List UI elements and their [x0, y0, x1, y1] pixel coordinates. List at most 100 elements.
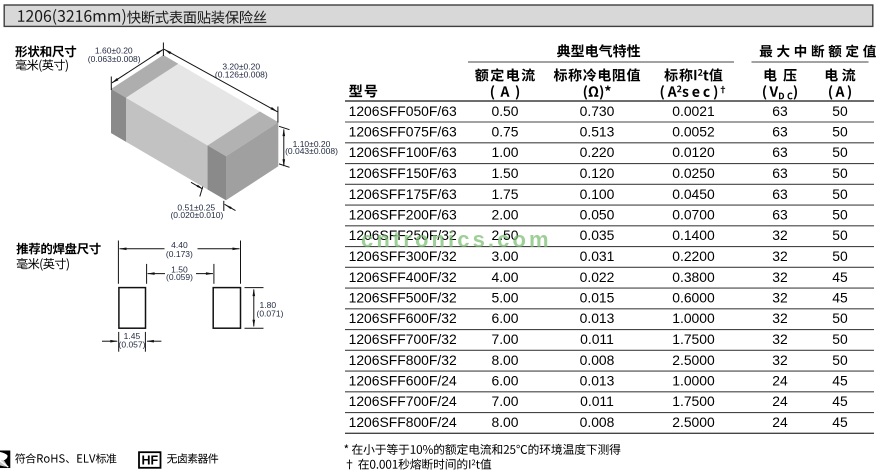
svg-text:45: 45 [832, 393, 848, 409]
svg-text:1206SFF800F/32: 1206SFF800F/32 [349, 352, 457, 368]
svg-text:6.00: 6.00 [491, 373, 518, 389]
svg-text:45: 45 [832, 414, 848, 430]
svg-text:1206SFF600F/24: 1206SFF600F/24 [349, 373, 457, 389]
svg-text:6.00: 6.00 [491, 310, 518, 326]
svg-text:1206SFF100F/63: 1206SFF100F/63 [349, 144, 457, 160]
svg-text:0.022: 0.022 [580, 269, 615, 285]
svg-text:(0.043±0.008): (0.043±0.008) [285, 146, 338, 156]
svg-text:(0.059): (0.059) [166, 272, 193, 282]
svg-text:50: 50 [832, 227, 848, 243]
svg-text:1206SFF050F/63: 1206SFF050F/63 [349, 103, 457, 119]
svg-text:0.120: 0.120 [580, 165, 615, 181]
svg-text:0.050: 0.050 [580, 207, 615, 223]
svg-text:50: 50 [832, 248, 848, 264]
svg-text:32: 32 [772, 290, 788, 306]
svg-text:0.0120: 0.0120 [672, 144, 715, 160]
svg-text:63: 63 [772, 103, 788, 119]
svg-text:0.220: 0.220 [580, 144, 615, 160]
svg-text:32: 32 [772, 248, 788, 264]
svg-text:7.00: 7.00 [491, 393, 518, 409]
svg-text:32: 32 [772, 331, 788, 347]
svg-text:1206SFF150F/63: 1206SFF150F/63 [349, 165, 457, 181]
svg-text:0.75: 0.75 [491, 124, 518, 140]
svg-text:8.00: 8.00 [491, 352, 518, 368]
svg-text:0.008: 0.008 [580, 414, 615, 430]
svg-text:45: 45 [832, 373, 848, 389]
svg-text:1206SFF700F/24: 1206SFF700F/24 [349, 393, 457, 409]
svg-text:0.3800: 0.3800 [672, 269, 715, 285]
svg-text:1206SFF400F/32: 1206SFF400F/32 [349, 269, 457, 285]
svg-text:2.5000: 2.5000 [672, 414, 715, 430]
svg-text:0.513: 0.513 [580, 124, 615, 140]
svg-text:50: 50 [832, 207, 848, 223]
svg-text:63: 63 [772, 207, 788, 223]
svg-text:0.011: 0.011 [580, 331, 614, 347]
svg-text:0.031: 0.031 [580, 248, 615, 264]
svg-text:4.00: 4.00 [491, 269, 518, 285]
svg-text:1.45: 1.45 [124, 331, 141, 341]
svg-text:50: 50 [832, 165, 848, 181]
svg-text:1.7500: 1.7500 [672, 393, 715, 409]
svg-text:1206SFF800F/24: 1206SFF800F/24 [349, 414, 457, 430]
svg-text:(0.020±0.010): (0.020±0.010) [170, 210, 223, 220]
svg-text:50: 50 [832, 144, 848, 160]
svg-text:0.100: 0.100 [580, 186, 615, 202]
svg-text:1.80: 1.80 [260, 300, 277, 310]
svg-text:3.00: 3.00 [491, 248, 518, 264]
svg-text:1.50: 1.50 [491, 165, 518, 181]
svg-text:1206SFF500F/32: 1206SFF500F/32 [349, 290, 457, 306]
svg-text:50: 50 [832, 103, 848, 119]
svg-text:45: 45 [832, 290, 848, 306]
svg-text:(0.173): (0.173) [166, 249, 193, 259]
svg-text:63: 63 [772, 124, 788, 140]
svg-text:(0.057): (0.057) [119, 340, 146, 350]
svg-text:0.0052: 0.0052 [672, 124, 715, 140]
svg-text:63: 63 [772, 186, 788, 202]
svg-text:0.51±0.25: 0.51±0.25 [177, 202, 215, 212]
svg-text:0.0450: 0.0450 [672, 186, 715, 202]
svg-text:2.5000: 2.5000 [672, 352, 715, 368]
svg-text:0.011: 0.011 [580, 393, 614, 409]
svg-text:50: 50 [832, 331, 848, 347]
svg-text:1.75: 1.75 [491, 186, 518, 202]
svg-text:32: 32 [772, 269, 788, 285]
svg-text:50: 50 [832, 186, 848, 202]
svg-text:1206SFF300F/32: 1206SFF300F/32 [349, 248, 457, 264]
svg-text:1.7500: 1.7500 [672, 331, 715, 347]
svg-text:1206SFF075F/63: 1206SFF075F/63 [349, 124, 457, 140]
svg-text:2.50: 2.50 [491, 227, 518, 243]
svg-text:0.0700: 0.0700 [672, 207, 715, 223]
svg-text:3.20±0.20: 3.20±0.20 [222, 61, 260, 71]
svg-text:24: 24 [772, 414, 788, 430]
svg-text:50: 50 [832, 124, 848, 140]
svg-text:63: 63 [772, 144, 788, 160]
svg-text:7.00: 7.00 [491, 331, 518, 347]
svg-text:8.00: 8.00 [491, 414, 518, 430]
svg-text:0.008: 0.008 [580, 352, 615, 368]
svg-text:50: 50 [832, 310, 848, 326]
svg-text:0.0250: 0.0250 [672, 165, 715, 181]
svg-text:0.50: 0.50 [491, 103, 518, 119]
svg-text:1206SFF700F/32: 1206SFF700F/32 [349, 331, 457, 347]
svg-text:24: 24 [772, 393, 788, 409]
svg-text:32: 32 [772, 352, 788, 368]
svg-text:4.40: 4.40 [171, 240, 188, 250]
svg-text:(0.063±0.008): (0.063±0.008) [88, 54, 141, 64]
svg-text:(0.126±0.008): (0.126±0.008) [215, 69, 268, 79]
svg-text:1206SFF200F/63: 1206SFF200F/63 [349, 207, 457, 223]
svg-text:63: 63 [772, 165, 788, 181]
svg-text:50: 50 [832, 352, 848, 368]
svg-text:24: 24 [772, 373, 788, 389]
svg-text:(0.071): (0.071) [257, 308, 284, 318]
svg-text:0.013: 0.013 [580, 310, 615, 326]
svg-text:HF: HF [141, 453, 158, 467]
svg-text:1206SFF600F/32: 1206SFF600F/32 [349, 310, 457, 326]
svg-text:1.10±0.20: 1.10±0.20 [293, 139, 331, 149]
svg-text:32: 32 [772, 227, 788, 243]
svg-text:1206SFF250F/32: 1206SFF250F/32 [349, 227, 457, 243]
svg-text:1.0000: 1.0000 [672, 373, 715, 389]
svg-text:0.035: 0.035 [580, 227, 615, 243]
svg-text:0.730: 0.730 [580, 103, 615, 119]
svg-text:5.00: 5.00 [491, 290, 518, 306]
svg-text:0.6000: 0.6000 [672, 290, 715, 306]
